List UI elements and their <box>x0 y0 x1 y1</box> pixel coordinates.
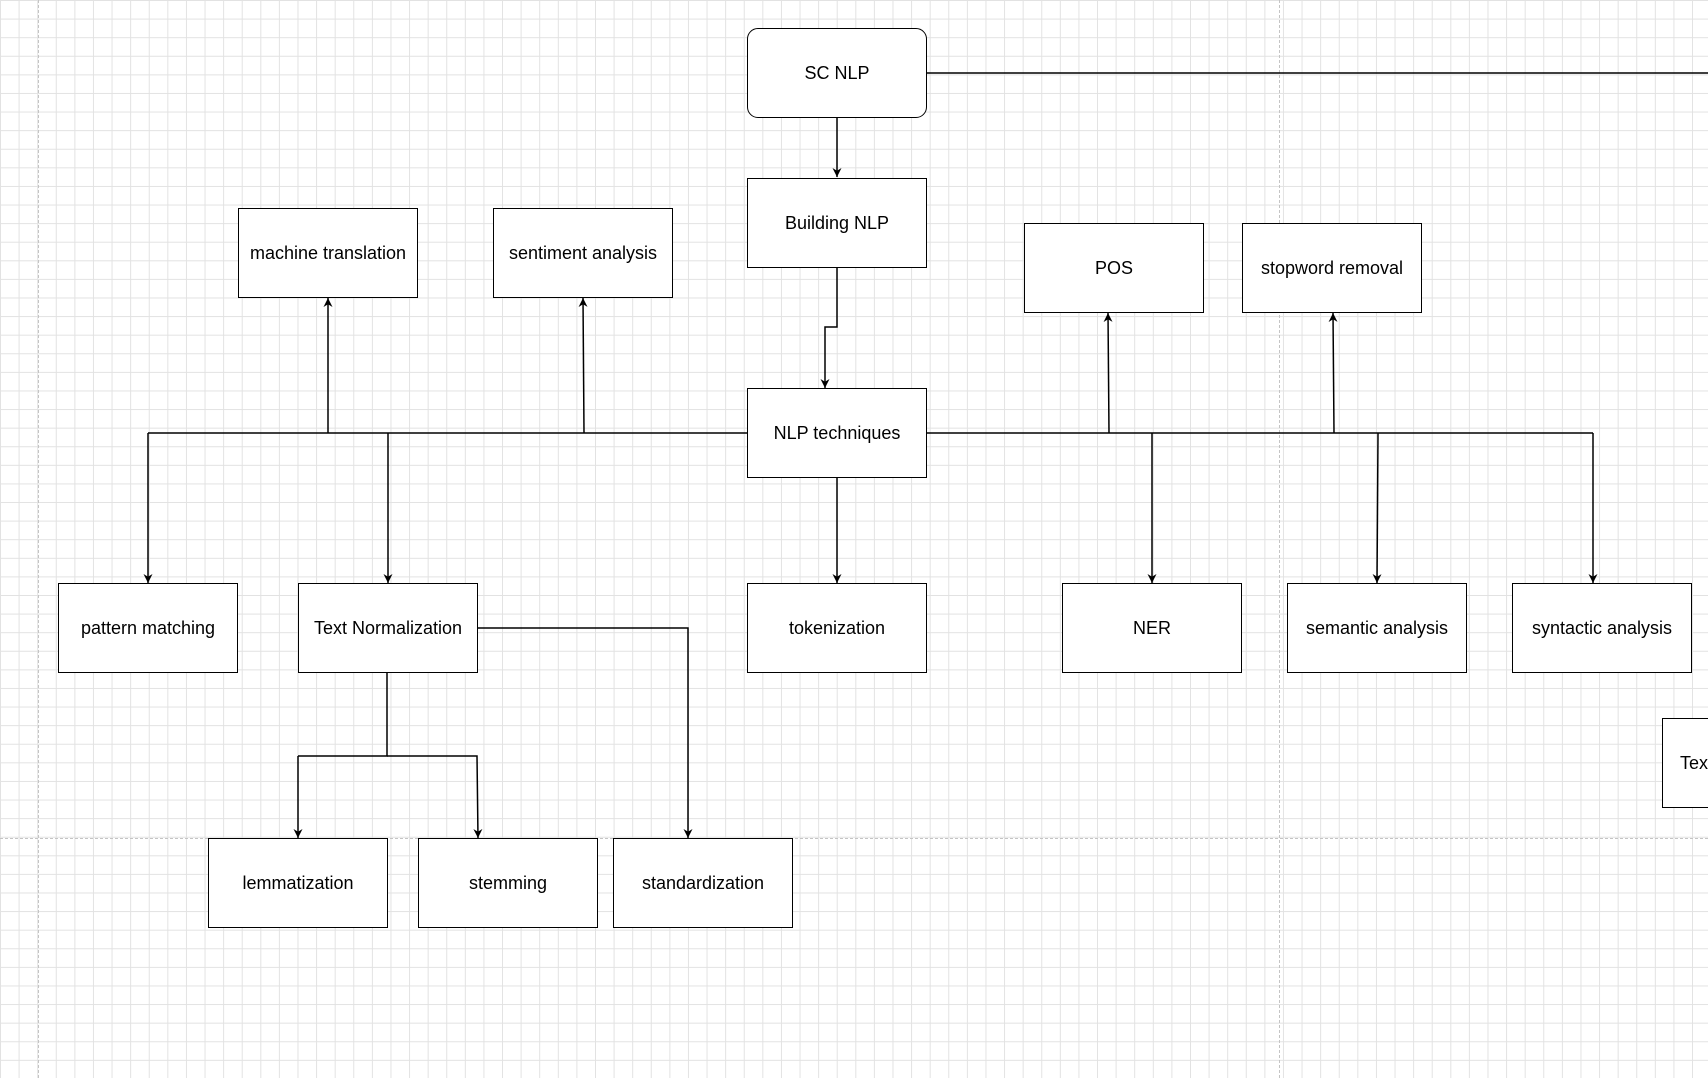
node-building-nlp[interactable]: Building NLP <box>747 178 927 268</box>
node-pos[interactable]: POS <box>1024 223 1204 313</box>
node-text-offscreen[interactable]: Tex <box>1662 718 1708 808</box>
node-stopword-removal[interactable]: stopword removal <box>1242 223 1422 313</box>
node-sentiment-analysis[interactable]: sentiment analysis <box>493 208 673 298</box>
node-tokenization[interactable]: tokenization <box>747 583 927 673</box>
node-sc-nlp[interactable]: SC NLP <box>747 28 927 118</box>
edge-to-stopword-removal <box>1328 312 1338 434</box>
node-semantic-analysis[interactable]: semantic analysis <box>1287 583 1467 673</box>
node-syntactic-analysis[interactable]: syntactic analysis <box>1512 583 1692 673</box>
node-standardization[interactable]: standardization <box>613 838 793 928</box>
edge-to-pos <box>1103 312 1113 434</box>
edge-to-stemming <box>387 755 483 839</box>
edge-to-semantic-analysis <box>1372 432 1382 584</box>
edge-building-nlp-nlp-techniques <box>820 268 838 388</box>
edge-to-standardization <box>477 627 693 838</box>
node-ner[interactable]: NER <box>1062 583 1242 673</box>
edge-text-normalization-split <box>298 673 388 757</box>
node-stemming[interactable]: stemming <box>418 838 598 928</box>
node-nlp-techniques[interactable]: NLP techniques <box>747 388 927 478</box>
page-break-line <box>0 838 1708 839</box>
page-break-line <box>38 0 39 1078</box>
page-break-line <box>1279 0 1280 1078</box>
node-pattern-matching[interactable]: pattern matching <box>58 583 238 673</box>
node-text-normalization[interactable]: Text Normalization <box>298 583 478 673</box>
node-machine-translation[interactable]: machine translation <box>238 208 418 298</box>
node-lemmatization[interactable]: lemmatization <box>208 838 388 928</box>
edge-to-sentiment-analysis <box>578 297 588 434</box>
